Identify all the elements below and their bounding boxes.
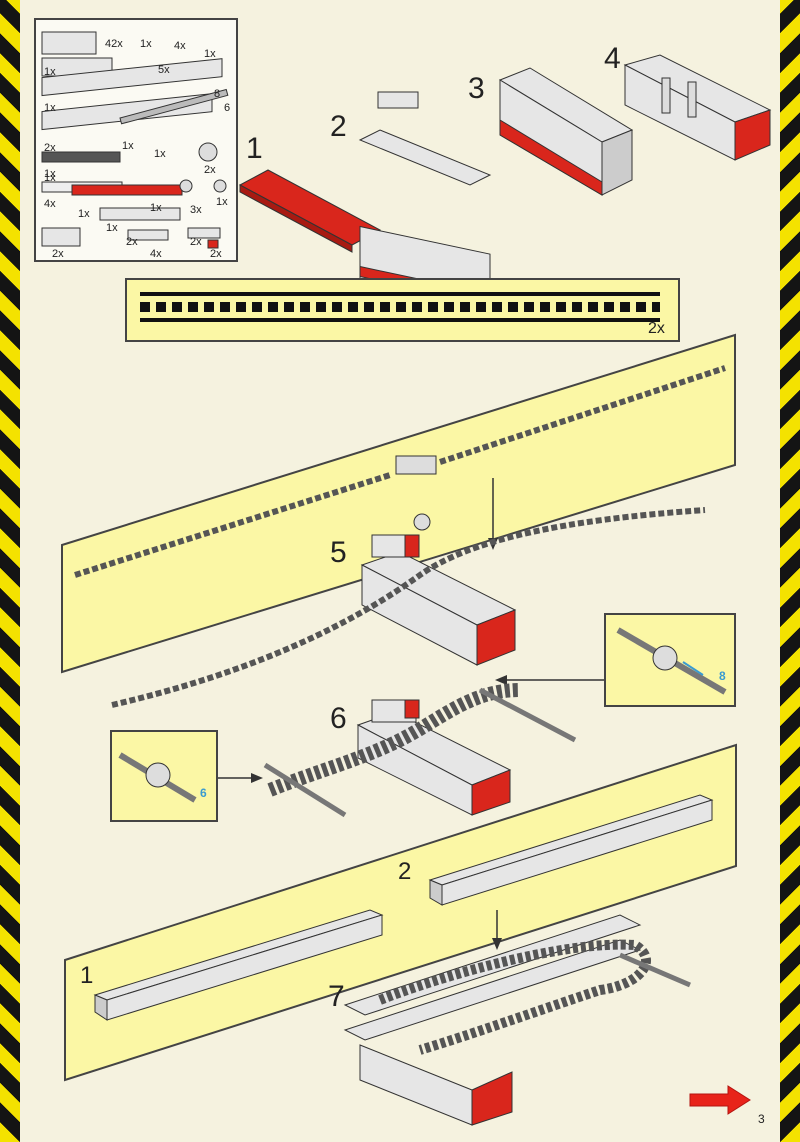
qty-label: 1x bbox=[204, 48, 216, 60]
step-number-3: 3 bbox=[468, 72, 485, 105]
qty-label: 1x bbox=[140, 38, 152, 50]
step-4-assembly bbox=[623, 54, 772, 161]
step-number-4: 4 bbox=[604, 42, 621, 75]
qty-label: 5x bbox=[158, 64, 170, 76]
hazard-stripe-right bbox=[780, 0, 800, 1142]
qty-label: 1x bbox=[44, 102, 56, 114]
qty-label: 2x bbox=[204, 164, 216, 176]
step-7-beam-2 bbox=[428, 794, 714, 906]
step-number-1: 1 bbox=[246, 132, 263, 165]
qty-label: 1x bbox=[44, 66, 56, 78]
right-arrow-icon bbox=[215, 773, 263, 783]
qty-label: 2x bbox=[52, 248, 64, 260]
hazard-stripe-left bbox=[0, 0, 20, 1142]
down-arrow-icon-2 bbox=[492, 910, 502, 950]
qty-label: 4x bbox=[150, 248, 162, 260]
step-1-red-plate bbox=[238, 169, 382, 253]
step-3-assembly bbox=[498, 67, 634, 196]
step-number-7: 7 bbox=[328, 980, 345, 1013]
qty-label: 4x bbox=[174, 40, 186, 52]
step-7-assembly bbox=[343, 914, 691, 1126]
qty-label: 42x bbox=[105, 38, 123, 50]
qty-label: 1x bbox=[216, 196, 228, 208]
axle-6-callout bbox=[110, 730, 218, 822]
next-page-arrow-icon[interactable] bbox=[689, 1085, 751, 1115]
qty-label: 6 bbox=[224, 102, 231, 114]
axle-8-callout bbox=[604, 613, 736, 707]
chain-quantity: 2x bbox=[648, 320, 665, 337]
step-5-assembly bbox=[360, 513, 517, 666]
chain-parts-box bbox=[125, 278, 680, 342]
qty-label: 1x bbox=[78, 208, 90, 220]
qty-label: 2x bbox=[190, 236, 202, 248]
beam-label-1: 1 bbox=[80, 962, 94, 989]
qty-label: 1x bbox=[154, 148, 166, 160]
qty-label: 1x bbox=[44, 168, 56, 180]
step-5-chain-lower bbox=[111, 507, 706, 708]
qty-label: 2x bbox=[126, 236, 138, 248]
qty-label: 4x bbox=[44, 198, 56, 210]
axle-length-8: 8 bbox=[719, 669, 726, 683]
qty-label: 2x bbox=[210, 248, 222, 260]
axle-length-6: 6 bbox=[200, 786, 207, 800]
step-number-6: 6 bbox=[330, 702, 347, 735]
step-5-chain bbox=[74, 365, 726, 578]
step-number-5: 5 bbox=[330, 536, 347, 569]
step-7-panel bbox=[64, 743, 737, 1082]
parts-bricks bbox=[41, 31, 229, 249]
step-number-2: 2 bbox=[330, 110, 347, 143]
step-5-connector bbox=[395, 455, 437, 475]
qty-label: 8 bbox=[214, 88, 221, 100]
qty-label: 1x bbox=[44, 172, 56, 184]
left-arrow-icon bbox=[495, 675, 605, 685]
page-number: 3 bbox=[758, 1112, 765, 1126]
qty-label: 1x bbox=[150, 202, 162, 214]
step-7-beam-1 bbox=[93, 909, 384, 1021]
qty-label: 2x bbox=[44, 142, 56, 154]
step-5-panel bbox=[61, 333, 736, 674]
qty-label: 1x bbox=[106, 222, 118, 234]
beam-label-2: 2 bbox=[398, 858, 412, 885]
step-6-assembly bbox=[263, 683, 577, 818]
qty-label: 3x bbox=[190, 204, 202, 216]
qty-label: 1x bbox=[122, 140, 134, 152]
